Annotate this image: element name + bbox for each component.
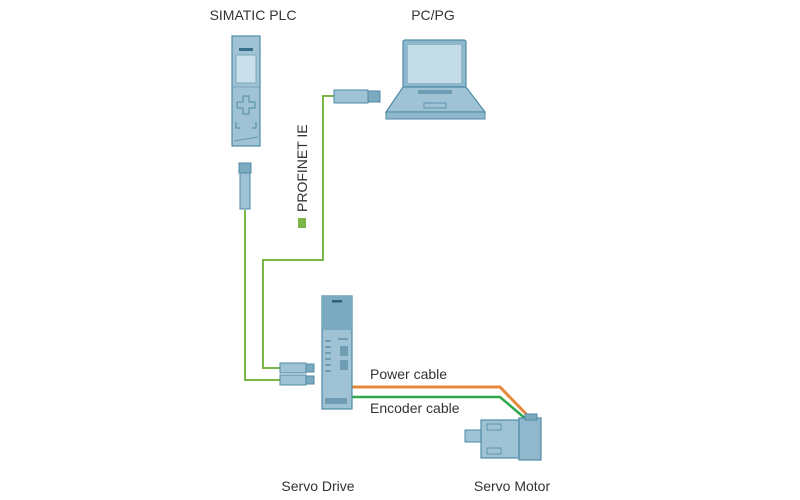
servo-drive — [321, 295, 353, 410]
power-cable — [334, 385, 532, 420]
plc-label: SIMATIC PLC — [210, 7, 297, 23]
profinet-cable-plc-drive — [244, 210, 280, 381]
drive-label: Servo Drive — [281, 478, 354, 494]
pc-label: PC/PG — [411, 7, 455, 23]
profinet-cable-pc-drive — [262, 95, 335, 369]
motor-label: Servo Motor — [474, 478, 551, 494]
encoder-cable — [342, 395, 528, 421]
encoder-cable-label: Encoder cable — [370, 400, 460, 416]
pc-connector — [333, 89, 381, 104]
power-cable-label: Power cable — [370, 366, 447, 382]
pc-laptop — [384, 39, 487, 120]
plc-connector — [238, 162, 252, 210]
drive-connectors — [279, 362, 315, 386]
simatic-plc — [231, 35, 261, 147]
profinet-legend-swatch — [298, 218, 306, 228]
servo-motor — [464, 413, 542, 461]
profinet-legend-label: PROFINET IE — [294, 124, 310, 212]
